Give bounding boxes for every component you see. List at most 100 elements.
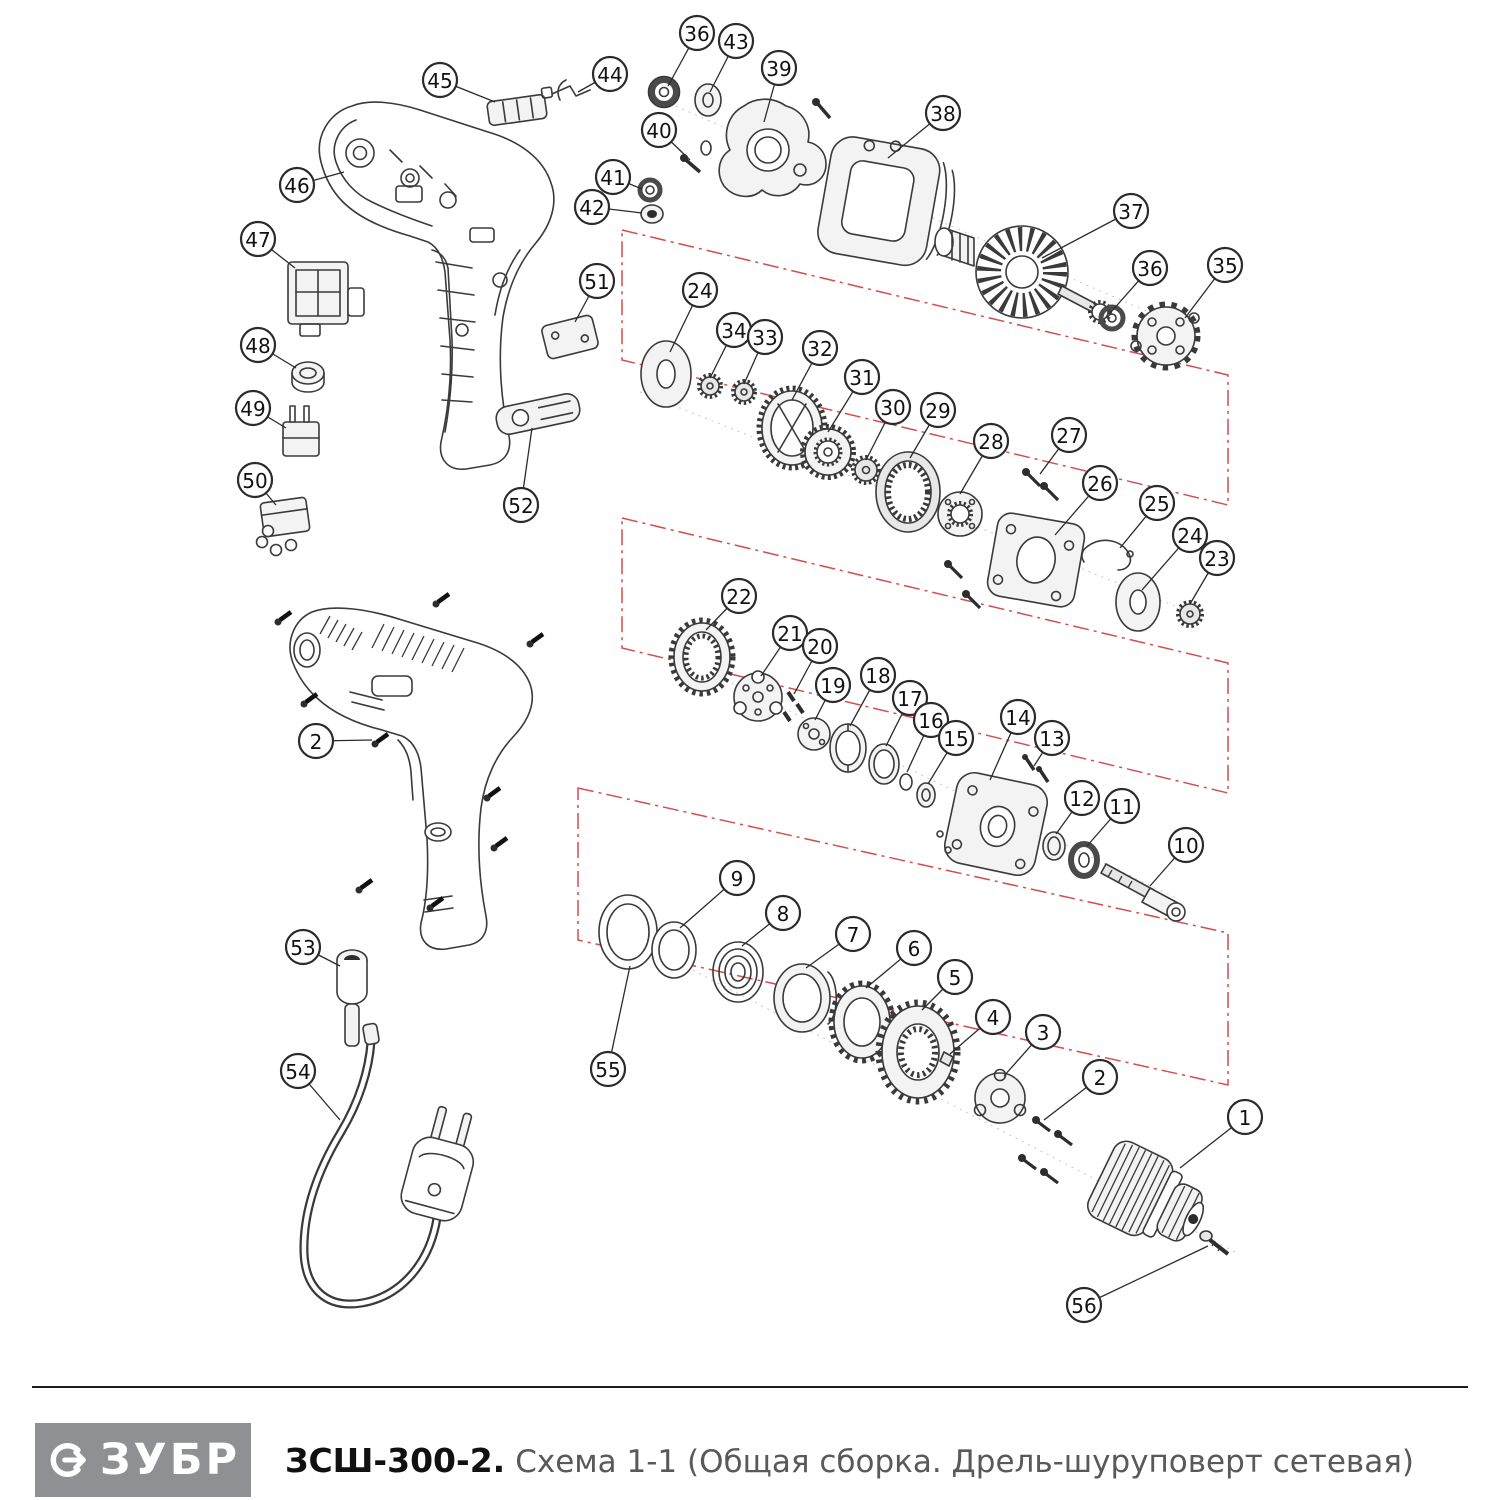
callout-38: 38 <box>887 94 962 159</box>
callout-bubble <box>573 188 611 226</box>
front-housing-shell <box>289 607 534 950</box>
callout-bubble <box>1112 192 1150 230</box>
callout-22: 22 <box>705 577 758 631</box>
callout-number: 4 <box>987 1006 1000 1030</box>
callout-1: 1 <box>1179 1098 1264 1169</box>
clutch-disc-28 <box>937 491 983 537</box>
callout-47: 47 <box>239 220 296 269</box>
washer-24a <box>640 340 692 408</box>
callout-number: 49 <box>240 397 265 421</box>
callout-number: 30 <box>880 396 905 420</box>
callout-bubble <box>1171 516 1209 554</box>
screws-27 <box>1022 468 1060 502</box>
callout-2: 2 <box>297 722 373 760</box>
callout-number: 43 <box>723 30 748 54</box>
callout-18: 18 <box>849 656 897 727</box>
brush-holder <box>486 86 554 127</box>
callout-7: 7 <box>805 915 872 969</box>
callout-bubble <box>919 391 957 429</box>
callout-34: 34 <box>709 311 753 379</box>
callout-55: 55 <box>589 965 631 1088</box>
motor-bracket <box>718 98 827 198</box>
screw-56 <box>1199 1230 1230 1256</box>
callout-number: 37 <box>1118 200 1143 224</box>
callout-bubble <box>718 859 756 897</box>
callout-50: 50 <box>236 461 277 506</box>
callout-number: 44 <box>597 63 622 87</box>
callout-number: 12 <box>1069 787 1094 811</box>
callout-36: 36 <box>667 14 716 87</box>
callout-number: 6 <box>908 937 921 961</box>
washer-24b <box>1115 572 1161 632</box>
callout-bubble <box>891 679 929 717</box>
washer-9 <box>651 921 697 979</box>
callout-bubble <box>594 158 632 196</box>
callout-number: 7 <box>847 923 860 947</box>
callout-30: 30 <box>865 388 912 461</box>
callout-number: 38 <box>930 102 955 126</box>
callout-bubble <box>1167 826 1205 864</box>
power-cord-54 <box>299 1022 475 1309</box>
callout-bubble <box>972 422 1010 460</box>
callout-bubble <box>895 929 933 967</box>
callout-bubble <box>1206 246 1244 284</box>
spindle-10 <box>1100 863 1186 922</box>
callout-number: 51 <box>584 270 609 294</box>
callout-bubble <box>1131 249 1169 287</box>
callout-bubble <box>1081 464 1119 502</box>
zubr-logo: ЗУБР <box>35 1423 251 1497</box>
screw-top-right <box>812 98 832 120</box>
switch-47 <box>287 261 365 337</box>
ring-17 <box>868 743 900 785</box>
callout-number: 28 <box>978 430 1003 454</box>
bearing-front <box>647 75 681 109</box>
callout-number: 26 <box>1087 472 1112 496</box>
switch-block-50 <box>255 496 311 557</box>
callout-4: 4 <box>949 998 1012 1055</box>
callout-24: 24 <box>669 271 719 353</box>
callout-number: 3 <box>1037 1021 1050 1045</box>
callout-56: 56 <box>1065 1245 1209 1324</box>
callout-bubble <box>681 271 719 309</box>
callout-21: 21 <box>760 614 809 677</box>
callout-number: 19 <box>820 674 845 698</box>
callout-bubble <box>578 262 616 300</box>
callout-39: 39 <box>760 49 798 123</box>
callout-12: 12 <box>1055 779 1101 835</box>
callout-bubble <box>239 220 277 258</box>
callout-44: 44 <box>577 55 629 93</box>
callout-number: 29 <box>925 399 950 423</box>
callout-number: 20 <box>807 635 832 659</box>
callout-32: 32 <box>791 329 839 401</box>
callout-37: 37 <box>1041 192 1150 259</box>
gear-34 <box>697 373 723 399</box>
callout-3: 3 <box>1003 1013 1062 1077</box>
callout-33: 33 <box>743 318 784 385</box>
callout-bubble <box>1050 416 1088 454</box>
callout-number: 27 <box>1056 424 1081 448</box>
callout-2: 2 <box>1043 1058 1119 1121</box>
callout-53: 53 <box>284 928 341 967</box>
callout-number: 24 <box>687 279 712 303</box>
callout-bubble <box>278 166 316 204</box>
housing-screws <box>274 592 545 912</box>
gear-cluster-31 <box>800 424 856 480</box>
callout-40: 40 <box>640 111 691 161</box>
bushing-42 <box>640 204 664 224</box>
plug-module-49 <box>282 405 320 457</box>
callout-bubble <box>717 22 755 60</box>
callout-42: 42 <box>573 188 643 226</box>
callout-number: 47 <box>245 228 270 252</box>
callout-48: 48 <box>239 326 297 369</box>
callout-number: 36 <box>684 22 709 46</box>
callout-27: 27 <box>1039 416 1088 475</box>
callout-bubble <box>720 577 758 615</box>
callout-bubble <box>760 49 798 87</box>
callout-bubble <box>421 61 459 99</box>
pins-20 <box>782 690 805 723</box>
callout-bubble <box>1226 1098 1264 1136</box>
planet-carrier-21 <box>733 670 783 722</box>
callout-46: 46 <box>278 166 345 204</box>
callout-49: 49 <box>234 389 287 429</box>
callout-bubble <box>297 722 335 760</box>
